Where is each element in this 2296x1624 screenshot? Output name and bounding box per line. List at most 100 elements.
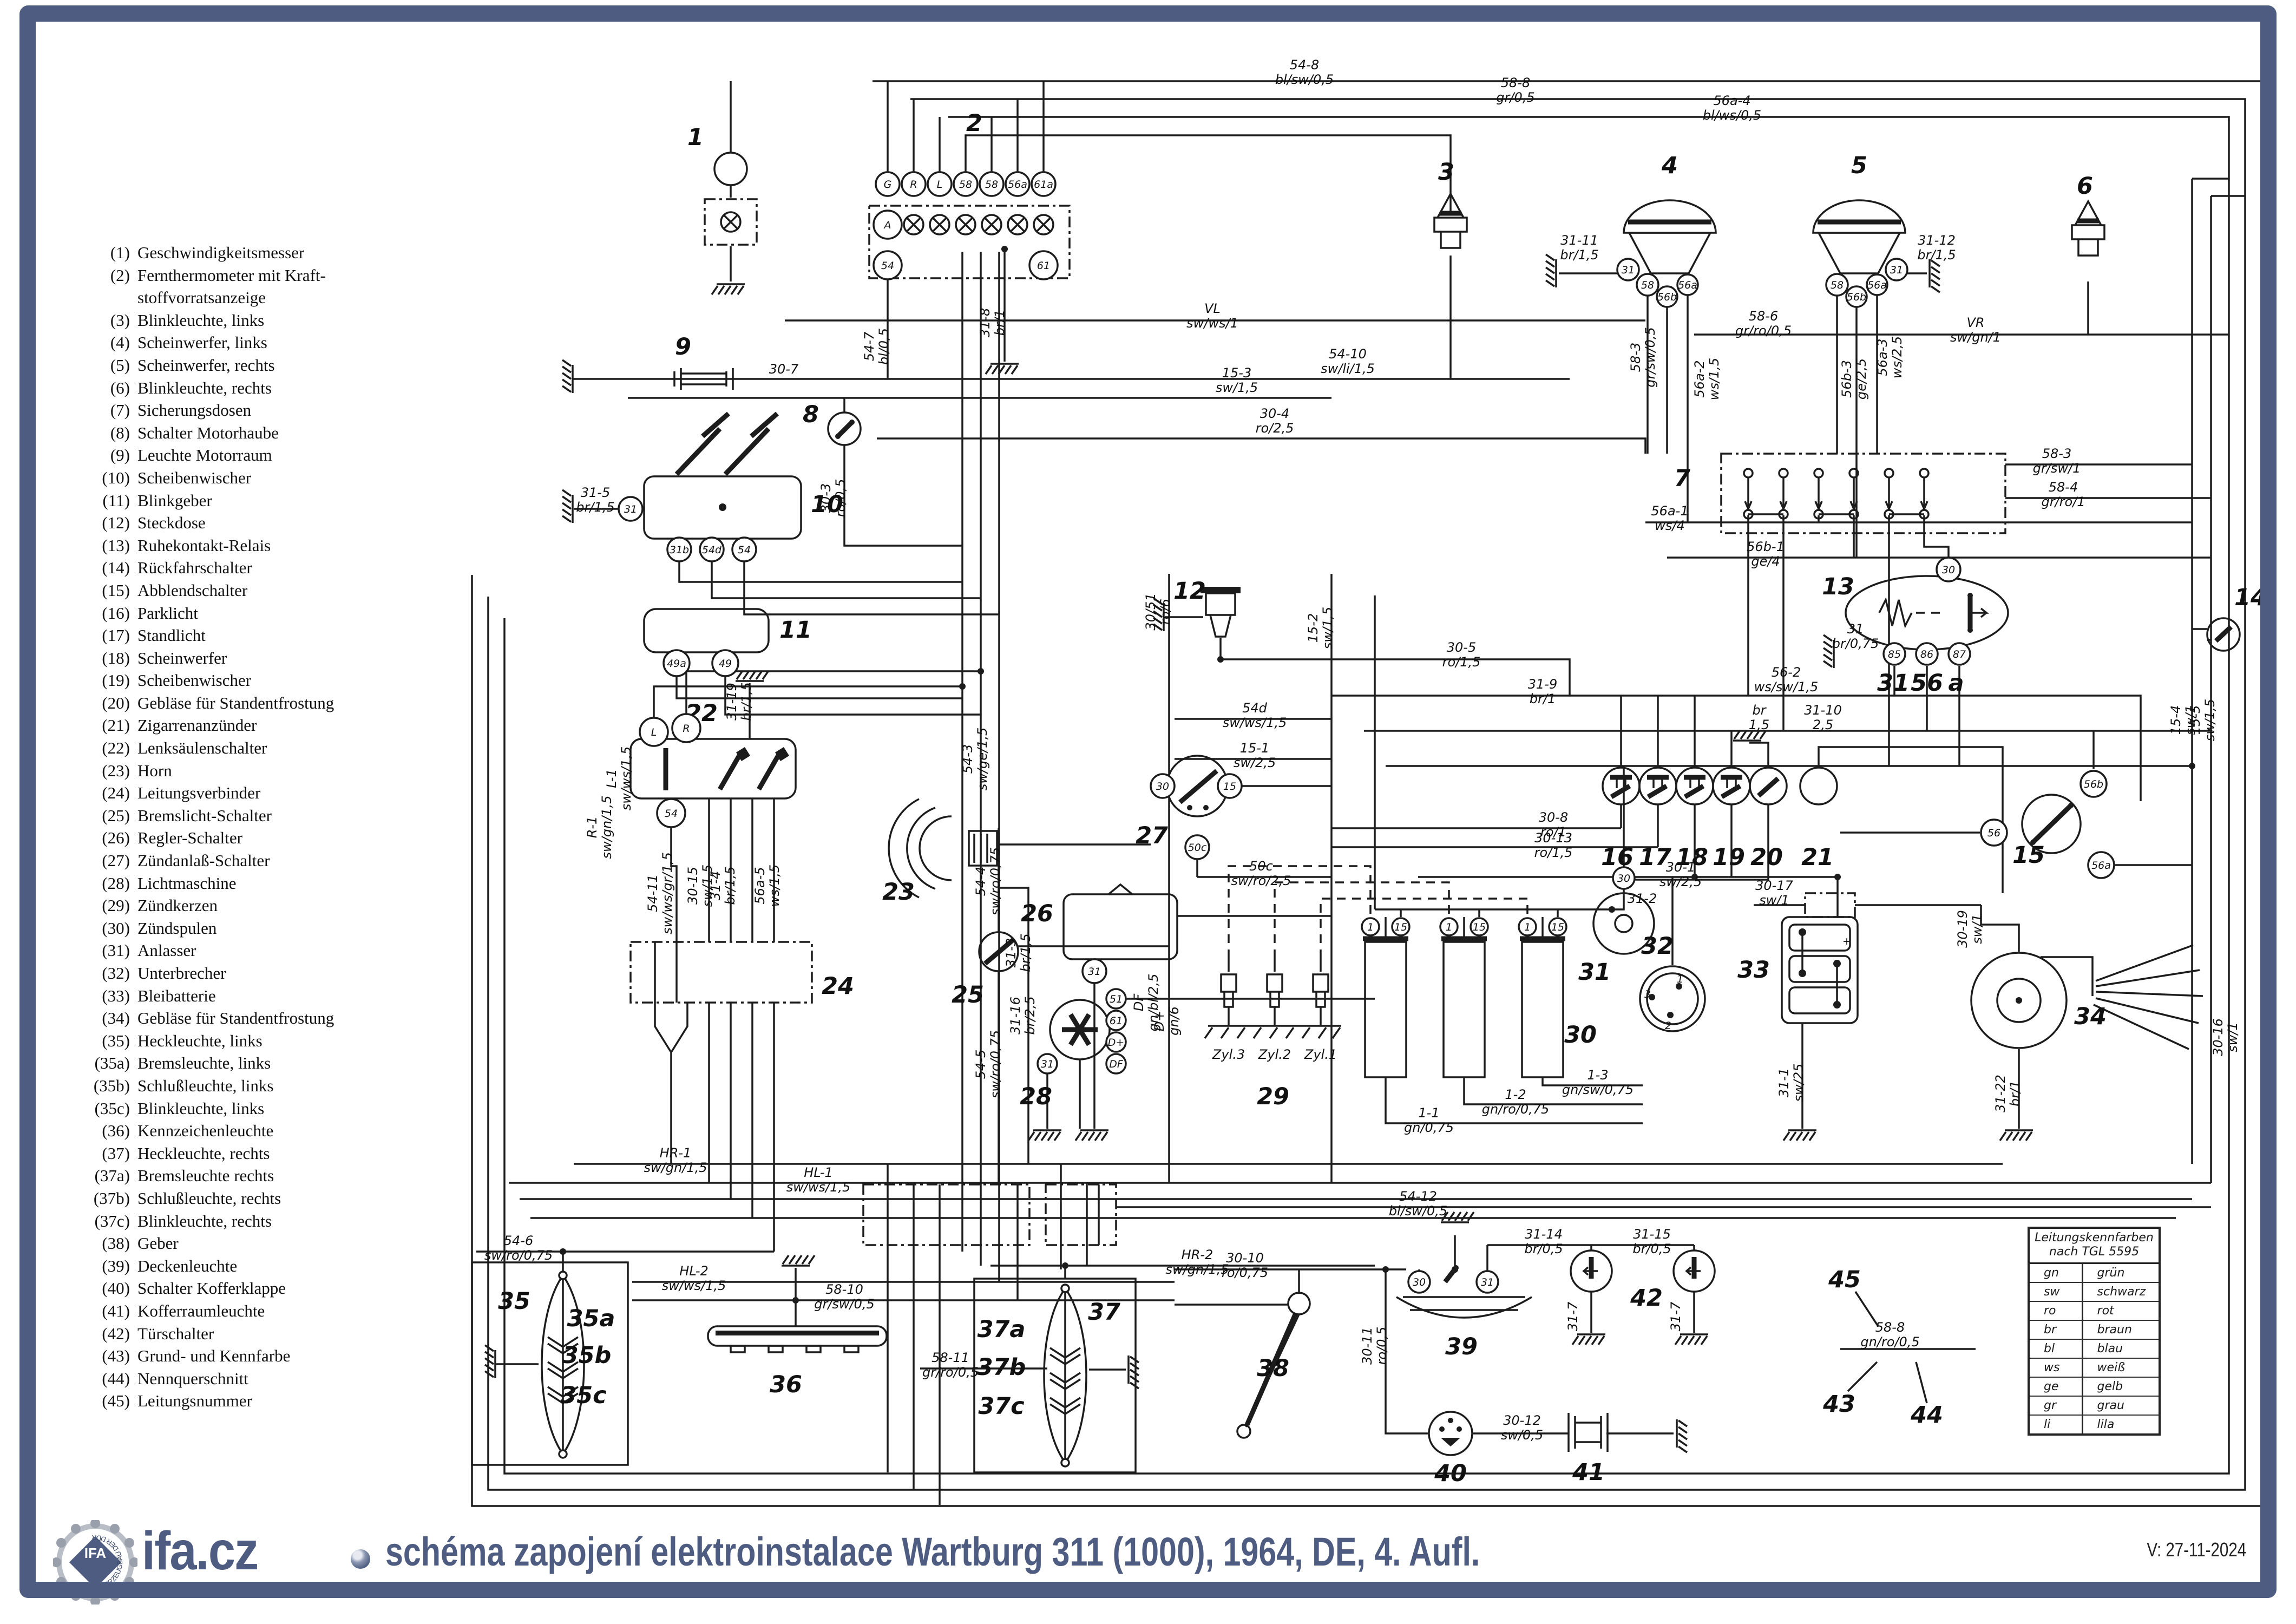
svg-text:50c: 50c: [1249, 859, 1273, 874]
component-number: 20: [1750, 844, 1783, 871]
terminal-label: -: [1791, 1006, 1795, 1018]
legend-item: (37c)Blinkleuchte, rechts: [94, 1211, 272, 1230]
terminal-circle: [1885, 258, 1908, 281]
component-number: 5: [1851, 152, 1867, 179]
component-number: 4: [1661, 152, 1678, 179]
component-number: 10: [811, 491, 843, 518]
terminal-label: 61a: [1034, 179, 1053, 191]
wire-label: 30-5ro/1,5: [1442, 640, 1481, 670]
terminal-circle: [1656, 285, 1678, 308]
svg-text:ro/0,75: ro/0,75: [1222, 1265, 1268, 1280]
svg-text:30/51: 30/51: [1143, 593, 1158, 630]
wire-label: 1-3gn/sw/0,75: [1562, 1068, 1634, 1097]
terminal-label: +: [1842, 935, 1851, 947]
component-number: 41: [1572, 1459, 1605, 1486]
legend-item: (12)Steckdose: [102, 513, 206, 533]
svg-text:gr/0,5: gr/0,5: [1496, 90, 1534, 105]
svg-text:31-7: 31-7: [1668, 1301, 1683, 1331]
svg-text:ws/sw/1,5: ws/sw/1,5: [1754, 679, 1819, 695]
legend-item: (28)Lichtmaschine: [102, 873, 237, 893]
terminal-circle: [1616, 258, 1640, 281]
wire-label: 56a-1ws/4: [1651, 503, 1688, 533]
svg-text:Zyl.3: Zyl.3: [1212, 1047, 1245, 1062]
terminal-label: 54: [881, 260, 894, 272]
svg-text:31-14: 31-14: [1525, 1227, 1563, 1242]
svg-text:gr/ro/0,5: gr/ro/0,5: [1735, 323, 1792, 338]
svg-text:sw/ro/2,5: sw/ro/2,5: [1231, 873, 1291, 888]
svg-text:bl/sw/0,5: bl/sw/0,5: [1275, 72, 1334, 87]
svg-text:R-1: R-1: [585, 816, 600, 839]
terminal-circle: [1391, 917, 1411, 937]
component-number: 39: [1445, 1333, 1478, 1360]
terminal-circle: [953, 171, 979, 197]
svg-text:31-16: 31-16: [1008, 997, 1023, 1034]
svg-text:sw/1,5: sw/1,5: [2202, 699, 2218, 741]
legend-item: (31)Anlasser: [102, 941, 196, 960]
component-number: 27: [1136, 822, 1168, 849]
legend-item: (21)Zigarrenanzünder: [102, 716, 257, 735]
legend-item: (37)Heckleuchte, rechts: [102, 1143, 270, 1163]
terminal-label: 31: [1088, 966, 1101, 978]
svg-text:sw/1,5: sw/1,5: [1320, 607, 1335, 649]
svg-text:56b-3: 56b-3: [1839, 360, 1854, 398]
wire-label: HR-2sw/gn/1,5: [1166, 1247, 1229, 1277]
terminal-circle: [1184, 834, 1210, 860]
terminal-circle: [1866, 273, 1888, 296]
ifa-logo: IFA FAHRZEUGBAU DER DDR: [53, 1520, 137, 1605]
legend-item: (2)Fernthermometer mit Kraft-: [110, 265, 326, 285]
component-number: 42: [1630, 1285, 1663, 1312]
terminal-circle: [1105, 988, 1127, 1010]
svg-text:br/1,5: br/1,5: [576, 500, 614, 515]
component-number: 45: [1828, 1266, 1861, 1293]
terminal-circle: [1005, 171, 1031, 197]
svg-text:58-6: 58-6: [1749, 309, 1778, 324]
component-number: 28: [1020, 1083, 1052, 1110]
terminal-label: 1: [1524, 921, 1531, 933]
terminal-label: 54: [738, 544, 751, 556]
svg-text:gn/sw/0,75: gn/sw/0,75: [1562, 1082, 1634, 1097]
svg-text:ro/6: ro/6: [1158, 599, 1173, 625]
component-symbols: [471, 152, 2241, 1474]
wire-label: 31-7: [1668, 1301, 1683, 1331]
terminal-circle: [666, 536, 692, 562]
component-number: 35b: [562, 1342, 612, 1369]
component-number: 35: [498, 1288, 530, 1315]
svg-text:br/0,5: br/0,5: [1524, 1241, 1563, 1256]
legend-item: (13)Ruhekontakt-Relais: [102, 535, 271, 555]
svg-text:gr/ro/1: gr/ro/1: [2041, 494, 2085, 509]
component-number: 23: [882, 879, 915, 906]
svg-text:58-11: 58-11: [931, 1350, 969, 1365]
svg-text:31-7: 31-7: [1565, 1301, 1580, 1331]
svg-text:sw/ws/1,5: sw/ws/1,5: [662, 1278, 726, 1293]
terminal-label: 30: [1617, 873, 1630, 885]
terminal-label: L: [937, 179, 943, 191]
component-number: 37c: [978, 1393, 1024, 1420]
terminal-circle: [1676, 273, 1699, 296]
svg-text:30-11: 30-11: [1360, 1327, 1375, 1365]
svg-text:sw/ro/0,75: sw/ro/0,75: [988, 847, 1003, 915]
terminal-label: 54d: [702, 544, 722, 556]
terminal-label: 58: [959, 179, 972, 191]
svg-text:31-19: 31-19: [724, 683, 739, 721]
component-number: 32: [1641, 933, 1674, 960]
component-number: 1: [687, 124, 704, 151]
wire-ht-leads: [1228, 865, 1529, 958]
legend-item: (42)Türschalter: [102, 1324, 214, 1343]
svg-text:sw/2,5: sw/2,5: [1234, 755, 1276, 770]
component-legend: (1)Geschwindigkeitsmesser(2)Fernthermome…: [80, 241, 491, 1412]
component-number: 29: [1257, 1083, 1289, 1110]
svg-text:31-15: 31-15: [1633, 1227, 1671, 1242]
svg-text:31-5: 31-5: [581, 485, 610, 500]
svg-text:30-8: 30-8: [1539, 810, 1568, 825]
svg-text:sw/2,5: sw/2,5: [1659, 874, 1702, 889]
